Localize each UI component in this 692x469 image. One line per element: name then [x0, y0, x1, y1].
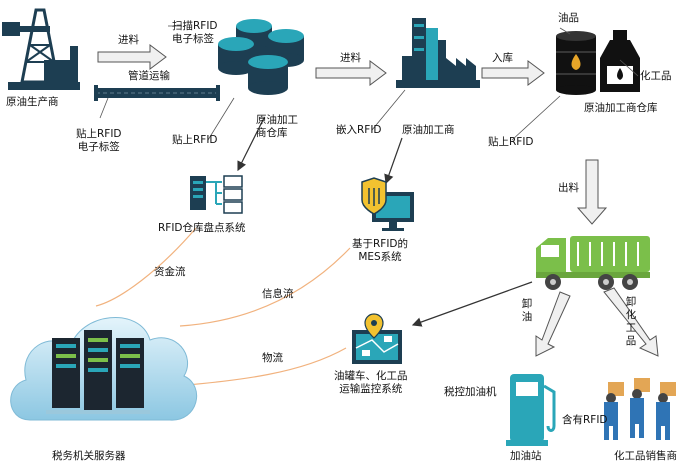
label-crude-processor-warehouse: 原油加工 商仓库: [256, 114, 298, 139]
inventory-system-icon: [190, 175, 243, 214]
label-chemical-product: 化工品: [640, 70, 672, 82]
label-feed-in-1: 进料: [118, 34, 139, 46]
label-oil-product: 油品: [558, 12, 579, 24]
label-unload-chem: 卸化工品: [625, 296, 637, 347]
mes-monitor-icon: [361, 177, 414, 231]
tax-server-cloud-icon: [10, 317, 198, 421]
storage-tanks-icon: [218, 19, 304, 95]
label-tax-server: 税务机关服务器: [52, 450, 126, 462]
label-gas-station: 加油站: [510, 450, 542, 462]
label-pipeline-transport: 管道运输: [128, 70, 170, 82]
transport-monitor-icon: [352, 313, 402, 364]
label-apply-rfid: 贴上RFID: [172, 134, 218, 146]
label-mes-system: 基于RFID的 MES系统: [352, 238, 409, 263]
arrow-to-monitor: [411, 281, 533, 327]
unload-chem-arrow: [603, 287, 659, 357]
label-apply-rfid-tag: 贴上RFID 电子标签: [76, 128, 122, 153]
store-in-arrow: [481, 60, 545, 86]
label-funds-flow: 资金流: [154, 266, 186, 278]
label-apply-rfid-2: 贴上RFID: [488, 136, 534, 148]
arrow-to-inventory: [237, 117, 265, 172]
label-chemical-dealer: 化工品销售商: [614, 450, 677, 462]
ship-out-arrow: [576, 159, 608, 225]
feed-arrow-1: [97, 44, 167, 70]
chemical-workers-icon: [604, 378, 676, 440]
logistics-flow-curve: [177, 347, 347, 387]
refinery-icon: [396, 18, 480, 88]
oil-derrick-icon: [2, 8, 80, 90]
chemical-bottle-icon: [600, 30, 640, 92]
label-processor-warehouse-2: 原油加工商仓库: [584, 102, 658, 114]
oil-barrel-icon: [556, 31, 596, 95]
label-rfid-inventory-system: RFID仓库盘点系统: [158, 222, 246, 234]
label-contains-rfid: 含有RFID: [562, 414, 608, 426]
gas-pump-icon: [506, 374, 556, 446]
label-unload-oil: 卸油: [521, 298, 533, 323]
info-flow-curve: [179, 247, 351, 327]
label-crude-processor: 原油加工商: [402, 124, 455, 136]
label-store-in: 入库: [492, 52, 513, 64]
unload-oil-arrow: [535, 291, 571, 357]
label-embed-rfid: 嵌入RFID: [336, 124, 382, 136]
label-transport-monitor: 油罐车、化工品 运输监控系统: [334, 370, 408, 395]
label-logistics-flow: 物流: [262, 352, 283, 364]
label-crude-producer: 原油生产商: [6, 96, 59, 108]
pipeline-icon: [94, 85, 220, 101]
feed-arrow-2: [315, 60, 387, 86]
label-tax-pump: 税控加油机: [444, 386, 497, 398]
funds-flow-curve: [95, 227, 197, 307]
tanker-truck-icon: [536, 236, 650, 290]
label-feed-in-2: 进料: [340, 52, 361, 64]
label-ship-out: 出料: [558, 182, 579, 194]
label-info-flow: 信息流: [262, 288, 294, 300]
arrow-to-mes: [384, 137, 403, 185]
label-scan-rfid: 扫描RFID 电子标签: [172, 20, 218, 45]
